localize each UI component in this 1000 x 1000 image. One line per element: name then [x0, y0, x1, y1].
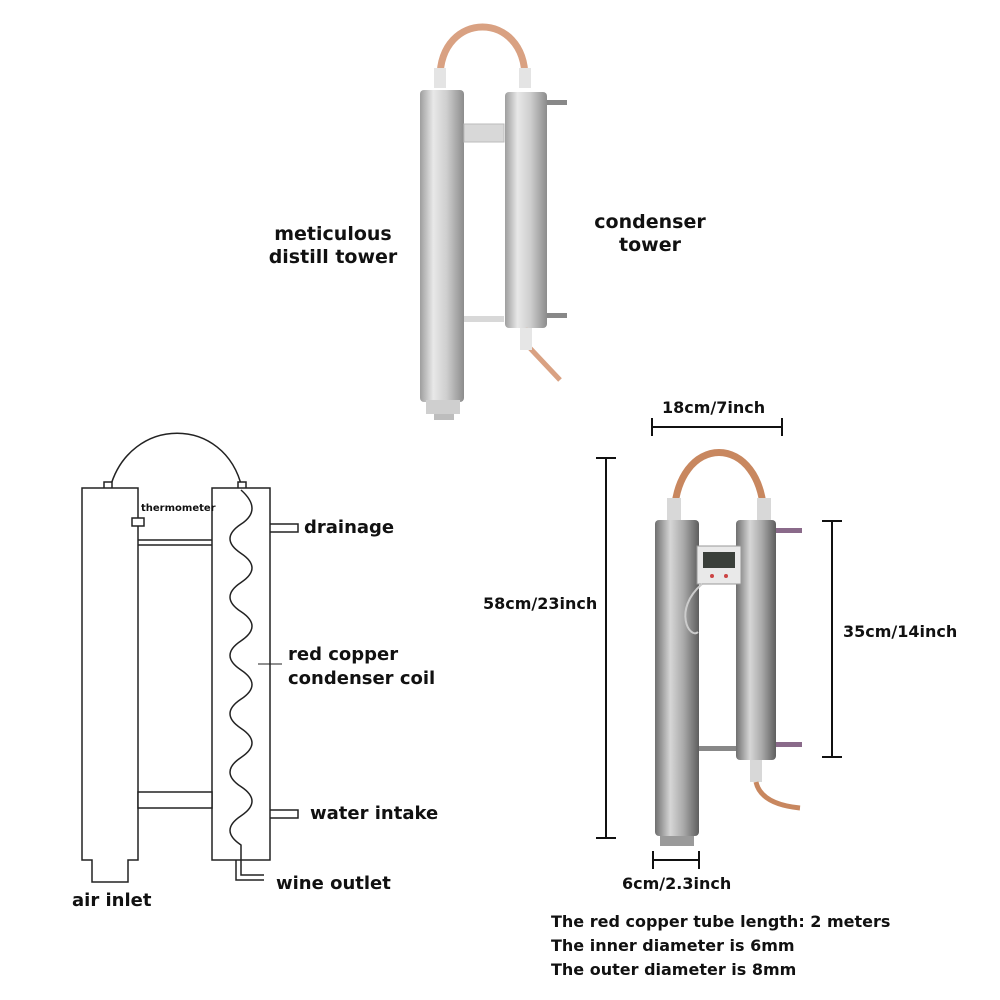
distill-tower-label-line2: distill tower: [268, 246, 398, 268]
spec-outer-diameter: The outer diameter is 8mm: [551, 960, 797, 979]
diameter-label: 6cm/2.3inch: [622, 874, 732, 893]
condenser-column-outline: [211, 487, 271, 861]
condenser-tower-2: [736, 520, 776, 760]
spec-inner-diameter: The inner diameter is 6mm: [551, 936, 795, 955]
condenser-tower-label-line1: condenser: [594, 211, 706, 233]
top-product-photo: [420, 23, 567, 420]
distill-tower-label: meticulous distill tower: [248, 223, 418, 269]
coil-label: red copper condenser coil: [288, 643, 435, 691]
wine-outlet-label: wine outlet: [276, 873, 391, 894]
dimensioned-product-photo: [655, 449, 802, 846]
condenser-tower-label-line2: tower: [619, 234, 681, 256]
copper-coil: [229, 489, 253, 860]
distill-tower-label-line1: meticulous: [274, 223, 392, 245]
condenser-tower-label: condenser tower: [570, 211, 730, 257]
distill-column-outline: [81, 487, 139, 883]
spec-tube-length: The red copper tube length: 2 meters: [551, 912, 891, 931]
distill-tower-2: [655, 520, 699, 836]
water-intake-label: water intake: [310, 803, 439, 824]
schematic-diagram: [81, 432, 299, 883]
drainage-label: drainage: [304, 517, 395, 538]
connecting-arc: [109, 432, 243, 489]
coil-label-line2: condenser coil: [288, 668, 436, 689]
copper-tube: [436, 23, 529, 79]
dimension-lines: [596, 418, 842, 869]
air-inlet-label: air inlet: [72, 890, 152, 911]
thermometer-label: thermometer: [141, 503, 216, 514]
coil-label-line1: red copper: [288, 644, 399, 665]
width-dimension-label: 18cm/7inch: [662, 398, 766, 417]
distill-tower: [420, 90, 464, 402]
height-dimension-label: 58cm/23inch: [483, 594, 598, 613]
condenser-tower: [505, 92, 547, 328]
spec-list: The red copper tube length: 2 meters The…: [551, 910, 890, 982]
condenser-height-label: 35cm/14inch: [843, 622, 958, 641]
